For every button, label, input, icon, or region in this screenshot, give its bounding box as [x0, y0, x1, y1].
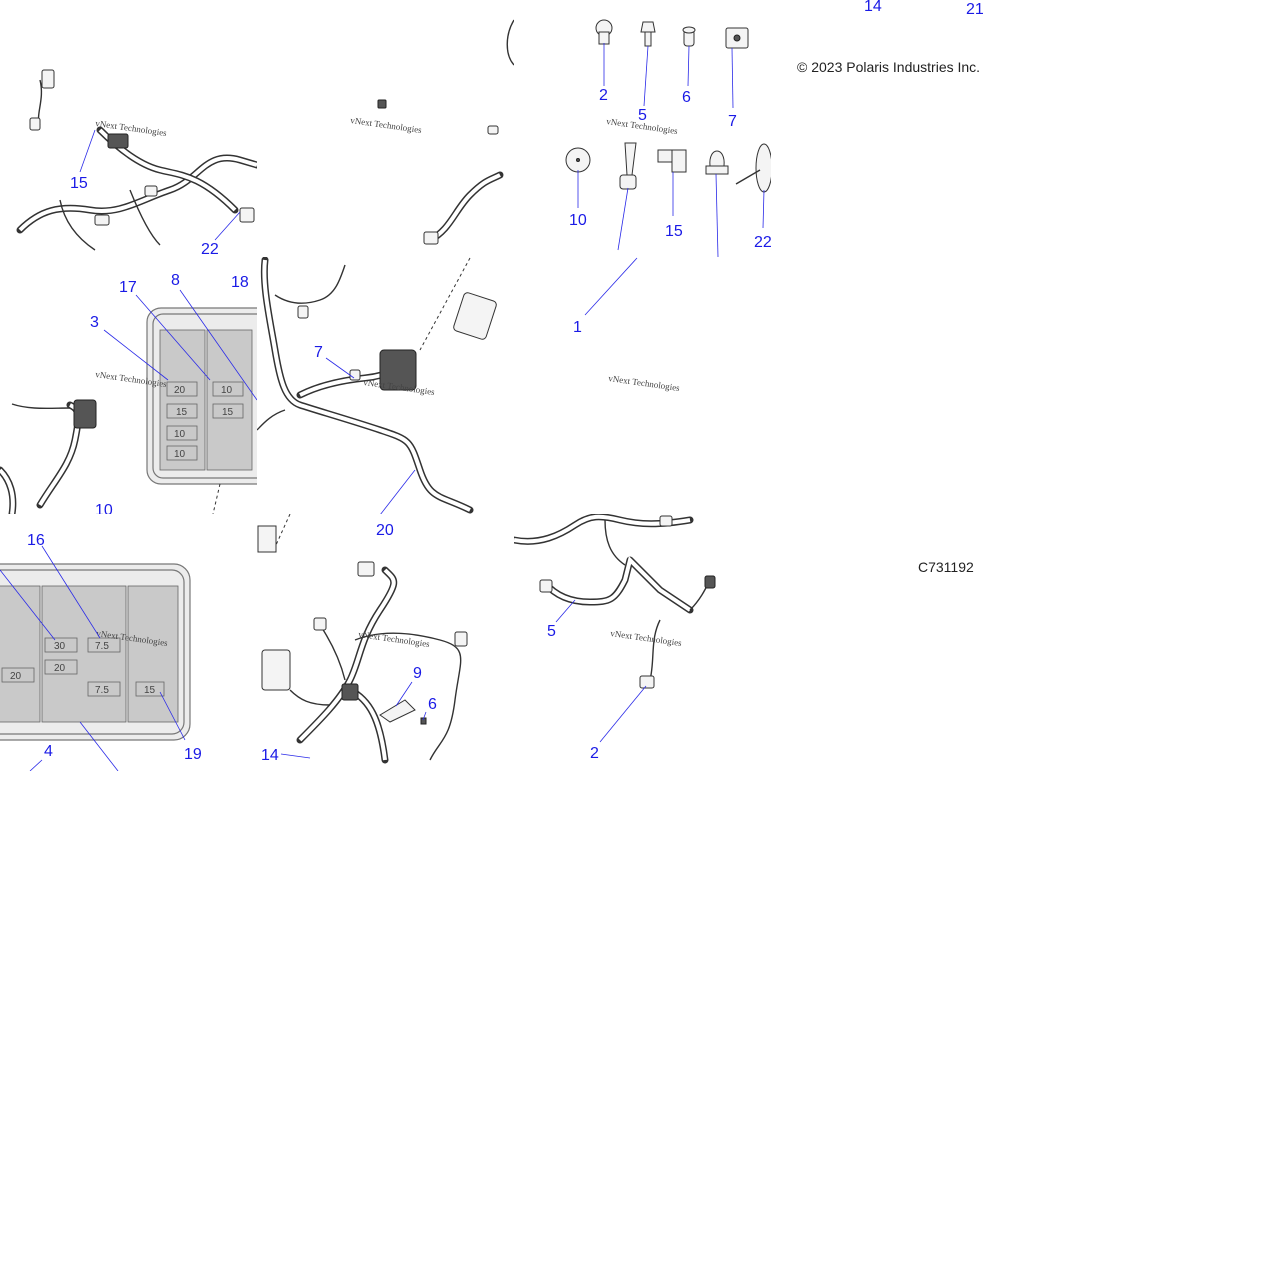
callout-10: 10: [569, 212, 587, 229]
panel-5: 20 10 15 15 10 10 vNext Technologies: [0, 272, 257, 519]
watermark-text: vNext Technologies: [610, 628, 683, 648]
cable-clamp: [705, 150, 729, 175]
fuse-slot: 15: [166, 403, 198, 419]
copyright-notice: © 2023 Polaris Industries Inc.: [797, 59, 981, 75]
callout-5: 5: [638, 107, 647, 124]
connector: [94, 214, 110, 226]
panel-1: vNext Technologies 15 22: [16, 69, 257, 258]
panel-2: vNext Technologies: [350, 19, 514, 245]
svg-text:15: 15: [222, 407, 234, 418]
callout-2: 2: [590, 745, 599, 762]
panel-6: vNext Technologies 7: [257, 257, 497, 514]
fuse-slot: 10: [212, 381, 244, 397]
connector: [73, 399, 97, 429]
connector: [29, 117, 41, 131]
callout-20: 20: [376, 522, 394, 539]
connector: [639, 675, 655, 689]
fuse-slot: 15: [135, 681, 165, 697]
connector: [41, 69, 55, 89]
connector: [704, 575, 716, 589]
svg-text:10: 10: [221, 385, 233, 396]
connector: [107, 133, 129, 149]
connector: [659, 515, 673, 527]
push-rivet: [682, 26, 696, 47]
connector: [349, 369, 361, 381]
panel-8: vNext Technologies 9 6 14: [257, 514, 468, 764]
callout-14: 14: [864, 0, 882, 15]
connector: [297, 305, 309, 319]
callout-19: 19: [184, 746, 202, 763]
diagram-code: C731192: [918, 559, 974, 575]
connector: [454, 631, 468, 647]
svg-text:30: 30: [54, 641, 66, 652]
fuse-slot: 20: [1, 667, 35, 683]
callout-10: 10: [95, 502, 113, 519]
callout-14: 14: [261, 747, 279, 764]
callout-15: 15: [70, 175, 88, 192]
connector: [144, 185, 158, 197]
connector: [377, 99, 387, 109]
callout-9: 9: [413, 665, 422, 682]
callout-6: 6: [682, 89, 691, 106]
fastener-screw: [640, 21, 656, 47]
callout-7: 7: [314, 344, 323, 361]
callout-17: 17: [119, 279, 137, 296]
cable-tie: [735, 143, 771, 193]
watermark-text: vNext Technologies: [608, 373, 681, 393]
callout-21: 21: [966, 1, 984, 18]
ecu-connector: [379, 349, 417, 391]
connector: [313, 617, 327, 631]
callout-8: 8: [171, 272, 180, 289]
fuse-slot: 15: [212, 403, 244, 419]
fuse-slot: 30: [44, 637, 78, 653]
svg-text:15: 15: [144, 685, 156, 696]
svg-text:20: 20: [54, 663, 66, 674]
callout-4: 4: [44, 743, 53, 760]
fuse-slot: 20: [166, 381, 198, 397]
fastener-clip: [595, 19, 613, 45]
module: [453, 292, 497, 340]
callout-18: 18: [231, 274, 249, 291]
connector: [423, 231, 439, 245]
connector: [539, 579, 553, 593]
watermark-text: vNext Technologies: [358, 629, 431, 649]
boot: [619, 142, 637, 190]
fuse-slot: 10: [166, 445, 198, 461]
svg-text:10: 10: [174, 449, 186, 460]
fuse-slot: 7.5: [87, 681, 121, 697]
panel-7: 30 7.5 20 20 7.5 15 vNext Technologies 1…: [0, 532, 202, 771]
connector: [487, 125, 499, 135]
wiring-harness: [16, 79, 257, 251]
callout-5: 5: [547, 623, 556, 640]
clip-nut: [725, 27, 749, 49]
svg-text:10: 10: [174, 429, 186, 440]
callout-1: 1: [573, 319, 582, 336]
fuse-slot: 20: [44, 659, 78, 675]
callout-3: 3: [90, 314, 99, 331]
callout-15: 15: [665, 223, 683, 240]
svg-text:15: 15: [176, 407, 188, 418]
fuse-slot: 7.5: [87, 637, 121, 653]
callout-22: 22: [754, 234, 772, 251]
panel-3: vNext Technologies 2 5 6 7 10 15 22: [565, 19, 772, 257]
callout-6: 6: [428, 696, 437, 713]
watermark-text: vNext Technologies: [350, 115, 423, 135]
svg-text:20: 20: [10, 671, 22, 682]
svg-text:20: 20: [174, 385, 186, 396]
fuse-slot: 10: [166, 425, 198, 441]
connector: [341, 683, 359, 701]
callout-22: 22: [201, 241, 219, 258]
callout-2: 2: [599, 87, 608, 104]
grommet: [565, 147, 591, 173]
svg-text:7.5: 7.5: [95, 641, 109, 652]
connector: [357, 561, 375, 577]
callout-7: 7: [728, 113, 737, 130]
connector-block: [261, 649, 291, 691]
callout-16: 16: [27, 532, 45, 549]
bracket: [657, 149, 687, 173]
svg-text:7.5: 7.5: [95, 685, 109, 696]
panel-9: vNext Technologies 5 2: [514, 514, 716, 762]
connector: [239, 207, 255, 223]
